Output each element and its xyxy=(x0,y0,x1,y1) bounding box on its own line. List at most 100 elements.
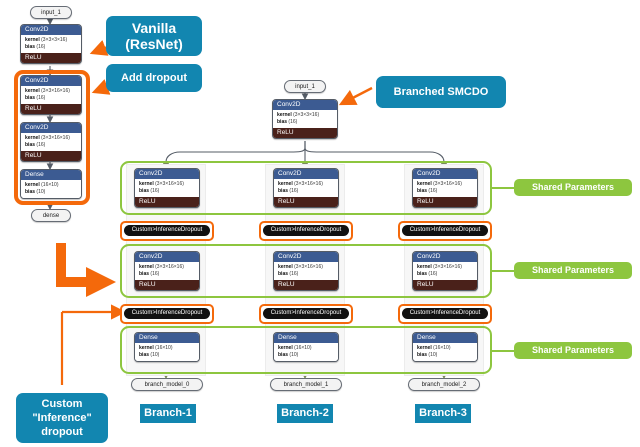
branch-2-tag: Branch-2 xyxy=(277,404,333,423)
layer-title: Conv2D xyxy=(413,169,477,179)
branched-input-node: input_1 xyxy=(284,80,326,93)
callout-vanilla-line-1: Vanilla xyxy=(131,20,177,36)
layer-params: kernel (3×3×16×16) bias (16) xyxy=(413,179,477,197)
shared-parameters-label-3: Shared Parameters xyxy=(514,342,632,359)
callout-vanilla-line-2: (ResNet) xyxy=(125,36,183,52)
branch-1-output-node: branch_model_0 xyxy=(131,378,203,391)
bias-value: (16) xyxy=(428,188,438,194)
layer-title: Conv2D xyxy=(135,252,199,262)
kernel-label: kernel xyxy=(417,181,432,187)
bias-value: (16) xyxy=(428,271,438,277)
dropout-label: Custom>InferenceDropout xyxy=(402,308,488,319)
kernel-value: (16×10) xyxy=(41,182,59,188)
shared-group-1 xyxy=(120,161,492,215)
branched-stem-conv2d[interactable]: Conv2D kernel (3×3×3×16) bias (16) ReLU xyxy=(272,99,338,139)
shared-connector-1 xyxy=(492,187,514,189)
kernel-label: kernel xyxy=(417,264,432,270)
branch-2-output-node: branch_model_1 xyxy=(270,378,342,391)
vanilla-conv2d-3[interactable]: Conv2D kernel (3×3×16×16) bias (16) ReLU xyxy=(20,122,82,162)
bias-value: (10) xyxy=(36,189,46,195)
bias-value: (16) xyxy=(36,95,46,101)
dropout-label: Custom>InferenceDropout xyxy=(124,308,210,319)
activation-label: ReLU xyxy=(21,53,81,63)
branch-2-dense[interactable]: Dense kernel (16×10) bias (10) xyxy=(273,332,339,362)
bias-value: (16) xyxy=(289,188,299,194)
kernel-label: kernel xyxy=(277,112,292,118)
activation-label: ReLU xyxy=(413,197,477,207)
kernel-label: kernel xyxy=(278,181,293,187)
add-dropout-bracket xyxy=(14,70,90,205)
kernel-label: kernel xyxy=(139,264,154,270)
branch-2-conv2d-2[interactable]: Conv2D kernel (3×3×16×16) bias (16) ReLU xyxy=(273,251,339,291)
branch-2-dropout-2[interactable]: Custom>InferenceDropout xyxy=(259,304,353,324)
shared-parameters-label-1: Shared Parameters xyxy=(514,179,632,196)
layer-params: kernel (3×3×3×16) bias (16) xyxy=(21,35,81,53)
branch-1-dropout-1[interactable]: Custom>InferenceDropout xyxy=(120,221,214,241)
branch-2-dropout-1[interactable]: Custom>InferenceDropout xyxy=(259,221,353,241)
layer-title: Conv2D xyxy=(135,169,199,179)
kernel-label: kernel xyxy=(139,345,154,351)
shared-connector-2 xyxy=(492,270,514,272)
layer-params: kernel (16×10) bias (10) xyxy=(413,343,477,361)
bias-value: (10) xyxy=(289,352,299,358)
bias-label: bias xyxy=(417,352,428,358)
callout-custom-line-3: dropout xyxy=(41,426,83,438)
bias-label: bias xyxy=(139,188,150,194)
branch-1-conv2d-1[interactable]: Conv2D kernel (3×3×16×16) bias (16) ReLU xyxy=(134,168,200,208)
layer-title: Dense xyxy=(413,333,477,343)
vanilla-conv2d-2[interactable]: Conv2D kernel (3×3×16×16) bias (16) ReLU xyxy=(20,75,82,115)
bias-label: bias xyxy=(139,352,150,358)
activation-label: ReLU xyxy=(21,151,81,161)
branch-2-conv2d-1[interactable]: Conv2D kernel (3×3×16×16) bias (16) ReLU xyxy=(273,168,339,208)
activation-label: ReLU xyxy=(135,280,199,290)
activation-label: ReLU xyxy=(413,280,477,290)
kernel-label: kernel xyxy=(25,135,40,141)
branch-3-conv2d-1[interactable]: Conv2D kernel (3×3×16×16) bias (16) ReLU xyxy=(412,168,478,208)
bias-value: (16) xyxy=(36,44,46,50)
layer-params: kernel (3×3×16×16) bias (16) xyxy=(21,133,81,151)
vanilla-conv2d-1[interactable]: Conv2D kernel (3×3×3×16) bias (16) ReLU xyxy=(20,24,82,64)
callout-add-dropout: Add dropout xyxy=(106,64,202,92)
kernel-value: (3×3×16×16) xyxy=(433,181,462,187)
kernel-value: (3×3×16×16) xyxy=(294,264,323,270)
kernel-label: kernel xyxy=(278,345,293,351)
dropout-label: Custom>InferenceDropout xyxy=(263,308,349,319)
bias-value: (16) xyxy=(150,271,160,277)
layer-params: kernel (3×3×16×16) bias (16) xyxy=(274,179,338,197)
branch-3-dense[interactable]: Dense kernel (16×10) bias (10) xyxy=(412,332,478,362)
kernel-value: (3×3×16×16) xyxy=(41,135,70,141)
bias-value: (10) xyxy=(150,352,160,358)
bias-label: bias xyxy=(277,119,288,125)
shared-connector-3 xyxy=(492,350,514,352)
callout-vanilla: Vanilla (ResNet) xyxy=(106,16,202,56)
branch-3-dropout-2[interactable]: Custom>InferenceDropout xyxy=(398,304,492,324)
layer-title: Conv2D xyxy=(21,25,81,35)
branch-1-conv2d-2[interactable]: Conv2D kernel (3×3×16×16) bias (16) ReLU xyxy=(134,251,200,291)
callout-custom-line-1: Custom xyxy=(41,398,83,410)
branch-3-conv2d-2[interactable]: Conv2D kernel (3×3×16×16) bias (16) ReLU xyxy=(412,251,478,291)
kernel-label: kernel xyxy=(25,88,40,94)
kernel-label: kernel xyxy=(417,345,432,351)
layer-title: Dense xyxy=(135,333,199,343)
callout-custom-line-2: "Inference" xyxy=(32,412,92,424)
bias-value: (16) xyxy=(288,119,298,125)
dropout-label: Custom>InferenceDropout xyxy=(124,225,210,236)
branch-1-dropout-2[interactable]: Custom>InferenceDropout xyxy=(120,304,214,324)
transition-arrow xyxy=(56,243,116,297)
branch-1-dense[interactable]: Dense kernel (16×10) bias (10) xyxy=(134,332,200,362)
vanilla-dense[interactable]: Dense kernel (16×10) bias (10) xyxy=(20,169,82,199)
bias-value: (16) xyxy=(289,271,299,277)
layer-title: Conv2D xyxy=(274,169,338,179)
bias-label: bias xyxy=(417,188,428,194)
bias-label: bias xyxy=(417,271,428,277)
activation-label: ReLU xyxy=(274,280,338,290)
branch-3-dropout-1[interactable]: Custom>InferenceDropout xyxy=(398,221,492,241)
bias-label: bias xyxy=(139,271,150,277)
layer-params: kernel (3×3×16×16) bias (16) xyxy=(274,262,338,280)
bias-label: bias xyxy=(25,95,36,101)
bias-label: bias xyxy=(278,271,289,277)
bias-label: bias xyxy=(25,142,36,148)
layer-title: Conv2D xyxy=(274,252,338,262)
bias-value: (16) xyxy=(36,142,46,148)
